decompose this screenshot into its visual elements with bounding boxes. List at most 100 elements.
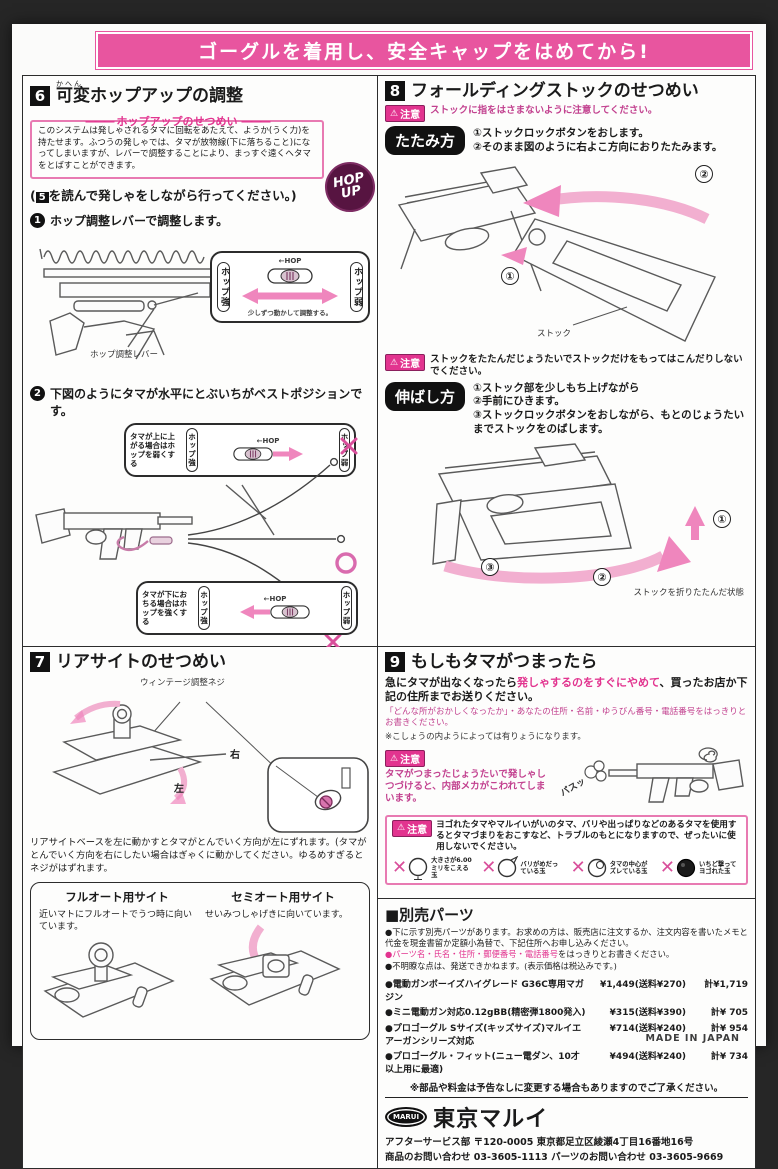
jammed-gun-drawing xyxy=(584,747,744,803)
extend-step3-marker: ③ xyxy=(481,558,499,577)
full-auto-title: フルオート用サイト xyxy=(65,890,169,905)
service-address: アフターサービス部 〒120-0005 東京都足立区綾瀬4丁目16番地16号 xyxy=(385,1137,694,1149)
ball-drops-note: タマが下におちる場合はホップを強くする xyxy=(142,589,187,626)
caution-badge: ⚠注意 xyxy=(392,819,433,837)
fold-instructions: たたみ方 ①ストックロックボタンをおします。 ②そのまま図のように右よこ方向にお… xyxy=(385,126,748,155)
arrow-right-icon xyxy=(273,447,303,462)
brand-line: MARUI 東京マルイ xyxy=(385,1097,748,1133)
stock-extend-diagram: ① ② ③ ストックを折りたたんだ状態 xyxy=(385,440,748,598)
semi-auto-sight-drawing xyxy=(209,924,341,1006)
hop-slider-icon xyxy=(233,447,273,461)
hopup-box-title: ホップアップのせつめい xyxy=(32,113,322,129)
warning-triangle-icon: ⚠ xyxy=(390,108,399,119)
extend-step1-marker: ① xyxy=(713,510,731,529)
fold-step1: ①ストックロックボタンをおします。 xyxy=(473,126,649,139)
bad-bb-offcenter: ✕ タマの中心がズレている玉 xyxy=(570,857,648,879)
x-mark-icon: ✕ xyxy=(481,857,497,879)
parts-item: ●電動ガンボーイズハイグレード G36C専用マガジン ¥1,449(送料¥270… xyxy=(385,979,748,1003)
section-folding-stock: 8 フォールディングストックのせつめい ⚠注意 ストックに指をはさまないように注… xyxy=(378,75,756,647)
step-1: 1 ホップ調整レバーで調整します。 xyxy=(30,212,370,229)
ball-rises-note: タマが上に上がる場合はホップを弱くする xyxy=(130,431,175,468)
fold-step2-marker: ② xyxy=(695,165,713,183)
trajectory-diagram: タマが上に上がる場合はホップを弱くする ホップ強 ←HOP xyxy=(30,422,370,659)
bad-bb-burr: ✕ バリがめだっている玉 xyxy=(481,856,559,879)
hop-indicator: ←HOP xyxy=(263,595,287,604)
jam-body: 急にタマが出なくなったら発しゃするのをすぐにやめて、買ったお店か下記の住所までお… xyxy=(385,676,748,704)
semi-auto-sight: セミオート用サイト せいみつしゃげきに向いています。 xyxy=(205,889,361,1033)
parts-note1: ●下に示す別売パーツがあります。お求めの方は、販売店に注文するか、注文内容を書い… xyxy=(385,927,748,949)
caution-badge: ⚠注意 xyxy=(385,105,426,122)
fold-step2: ②そのまま図のように右よこ方向におりたたみます。 xyxy=(473,140,723,153)
left-label: 左 xyxy=(173,782,184,795)
dirty-ball-icon xyxy=(676,859,696,878)
sight-types-box: フルオート用サイト 近いマトにフルオートでうつ時に向いています。 xyxy=(30,882,370,1041)
stock-extend-drawing xyxy=(432,443,705,584)
stock-label: ストック xyxy=(537,329,572,339)
section9-title: もしもタマがつまったら xyxy=(411,652,598,673)
extend-step2: ②手前にひきます。 xyxy=(473,395,565,408)
hop-too-high-callout: タマが上に上がる場合はホップを弱くする ホップ強 ←HOP xyxy=(124,422,356,477)
step-2: 2 下図のようにタマが水平にとぶいちがベストポジションです。 xyxy=(30,385,370,419)
made-in-japan: MADE IN JAPAN xyxy=(645,1033,740,1044)
section7-title: リアサイトのせつめい xyxy=(56,652,226,673)
bad-bb-warning-box: ⚠注意 ヨゴれたタマやマルイいがいのタマ、バリや出っぱりなどのあるタマを使用する… xyxy=(385,814,748,886)
parts-note3: ●不明瞭な点は、発送できかねます。(表示価格は税込みです。) xyxy=(385,960,617,971)
rear-sight-diagram: ウィンテージ調整ネジ 右 xyxy=(30,676,370,834)
jam-note2: ※こしょうの内ようによっては有りょうになります。 xyxy=(385,731,586,742)
semi-auto-title: セミオート用サイト xyxy=(231,890,335,905)
gun-cutaway-drawing: ホップ調整レバー xyxy=(39,248,223,360)
section5-ref-number: 5 xyxy=(35,191,49,203)
fold-method-label: たたみ方 xyxy=(385,126,466,155)
hopup-explanation-box: ホップアップのせつめい このシステムは発しゃされるタマに回転をあたえて、ようか(… xyxy=(30,115,324,179)
section9-number: 9 xyxy=(385,652,405,672)
caution1-text: ストックに指をはさまないように注意してください。 xyxy=(430,105,658,116)
safety-banner: ゴーグルを着用し、安全キャップをはめてから! xyxy=(95,31,753,70)
stock-folding-drawing xyxy=(397,166,716,342)
section6-title: かへん 可変ホップアップの調整 xyxy=(56,80,243,107)
caution-badge: ⚠注意 xyxy=(385,750,426,768)
extend-step2-marker: ② xyxy=(593,568,611,587)
x-mark-icon: ✕ xyxy=(570,857,586,879)
manual-page: ゴーグルを着用し、安全キャップをはめてから! 6 かへん 可変ホップアップの調整… xyxy=(12,24,766,1169)
hop-indicator: ←HOP xyxy=(278,256,302,265)
full-auto-sight: フルオート用サイト 近いマトにフルオートでうつ時に向いています。 xyxy=(39,889,195,1033)
jam-note1: 「どんな所がおかしくなったか」・あなたの住所・名前・ゆうびん番号・電話番号をはっ… xyxy=(385,706,747,728)
section8-title: フォールディングストックのせつめい xyxy=(411,81,699,102)
extend-step1: ①ストック部を少しもち上げながら xyxy=(473,381,640,394)
parts-disclaimer: ※部品や料金は予告なしに変更する場合もありますのでご了承ください。 xyxy=(409,1083,724,1095)
parts-item: ●プロゴーグル Sサイズ(キッズサイズ)マルイエアーガンシリーズ対応 ¥714(… xyxy=(385,1023,748,1047)
full-auto-sight-drawing xyxy=(43,942,175,1019)
folded-state-label: ストックを折りたたんだ状態 xyxy=(633,588,744,599)
hop-weak-label: ホップ弱 xyxy=(340,585,352,630)
step2-text: 下図のようにタマが水平にとぶいちがベストポジションです。 xyxy=(50,386,363,418)
stock-folding-diagram: ② ① ストック xyxy=(385,159,748,351)
bad-bb-oversize: ✕ 大きさが6.00ミリをこえる玉 xyxy=(392,857,472,881)
hop-too-low-callout: タマが下におちる場合はホップを強くする ホップ強 ←HOP xyxy=(136,580,358,635)
brand-name: 東京マルイ xyxy=(433,1107,549,1133)
x-mark-icon: ✕ xyxy=(392,857,408,879)
left-column: 6 かへん 可変ホップアップの調整 ホップアップのせつめい このシステムは発しゃ… xyxy=(22,75,380,1169)
bad-bb-text: ヨゴれたタマやマルイいがいのタマ、バリや出っぱりなどのあるタマを使用するとタマづ… xyxy=(436,819,737,853)
section-rear-sight: 7 リアサイトのせつめい ウィンテージ調整ネジ xyxy=(22,647,378,1169)
hop-strong-label: ホップ強 xyxy=(186,427,198,472)
warning-triangle-icon: ⚠ xyxy=(390,753,399,764)
section7-header: 7 リアサイトのせつめい xyxy=(30,652,370,672)
parts-note2: ●パーツ名・氏名・住所・郵便番号・電話番号をはっきりとお書きください。 xyxy=(385,949,675,960)
section6-header: 6 かへん 可変ホップアップの調整 xyxy=(30,80,370,107)
step1-text: ホップ調整レバーで調整します。 xyxy=(50,213,229,228)
step1-number: 1 xyxy=(30,212,45,228)
section6-number: 6 xyxy=(30,86,50,107)
jam-caution-row: ⚠注意 タマがつまったじょうたいで発しゃしつづけると、内部メカがこわれてしまいま… xyxy=(385,746,748,810)
hop-weak-label: ホップ弱 xyxy=(350,261,363,312)
section-jam: 9 もしもタマがつまったら 急にタマが出なくなったら発しゃするのをすぐにやめて、… xyxy=(378,647,756,899)
parts-item: ●プロゴーグル・フィット(ニュー電ダン、10才以上用に最適) ¥494(送料¥2… xyxy=(385,1052,748,1076)
section6-title-text: 可変ホップアップの調整 xyxy=(56,86,243,107)
rear-sight-drawing: 右 左 xyxy=(51,700,369,833)
hop-indicator: ←HOP xyxy=(256,437,280,446)
hop-lever-diagram: ホップ調整レバー ホップ強 ←HOP xyxy=(30,233,370,381)
section8-header: 8 フォールディングストックのせつめい xyxy=(385,81,748,101)
section8-number: 8 xyxy=(385,81,405,101)
hopup-box-body: このシステムは発しゃされるタマに回転をあたえて、ようか(うく力)を持たせます。ふ… xyxy=(38,126,312,171)
adjust-caption: 少しずつ動かして調整する。 xyxy=(247,308,333,317)
